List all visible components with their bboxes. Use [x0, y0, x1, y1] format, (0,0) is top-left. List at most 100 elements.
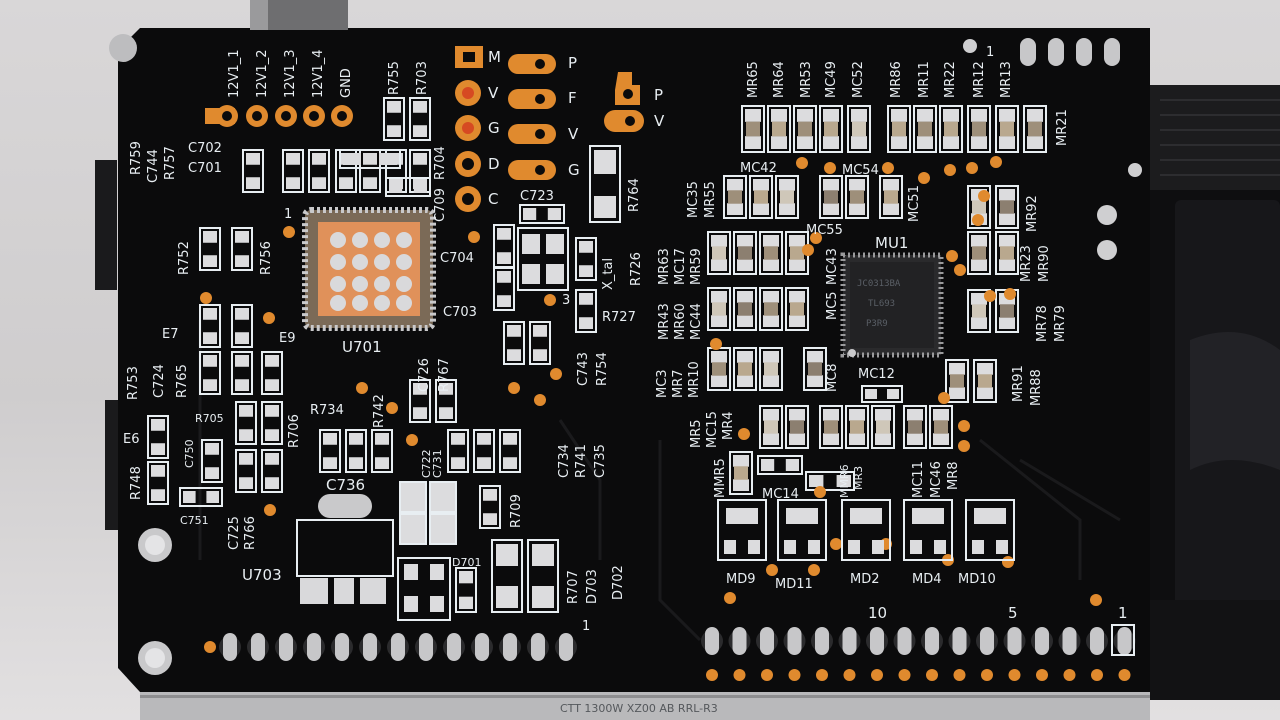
- smd-pad: [737, 235, 753, 247]
- smd-pad: [711, 315, 727, 327]
- smd-outline: [819, 175, 843, 219]
- smd-pad: [887, 389, 899, 399]
- copper-via: [386, 402, 398, 414]
- label-mc43: MC43: [825, 248, 840, 285]
- header-pin: [307, 633, 321, 661]
- smd-pad: [971, 109, 987, 122]
- pfvg-pads: [508, 54, 556, 180]
- smd-pad: [532, 586, 554, 608]
- smd-body: [824, 121, 838, 137]
- smd-pad: [849, 409, 865, 421]
- smd-outline: [179, 487, 223, 507]
- label-r706: R706: [287, 414, 302, 448]
- header-pin: [531, 633, 545, 661]
- copper-via: [816, 669, 828, 681]
- smd-pad: [477, 433, 491, 445]
- smd-pad: [875, 409, 891, 421]
- smd-pad: [999, 235, 1015, 247]
- label-mr10: MR10: [687, 361, 702, 398]
- smd-outline: [757, 455, 803, 475]
- smd-pad: [451, 457, 465, 469]
- smd-outline: [319, 429, 341, 473]
- smd-outline: [729, 451, 753, 495]
- smd-pad: [265, 355, 279, 367]
- copper-via: [1118, 669, 1131, 681]
- label-mr55: MR55: [703, 181, 718, 218]
- label-c734: C734: [557, 444, 572, 478]
- smd-pad: [733, 455, 749, 467]
- smd-outline: [435, 379, 457, 423]
- smd-body: [712, 362, 726, 376]
- smd-body: [764, 302, 778, 316]
- label-pin-d: D: [488, 155, 500, 173]
- smd-pad: [711, 351, 727, 363]
- smd-body: [772, 121, 786, 137]
- smd-outline: [803, 347, 827, 391]
- label-mr23: MR23: [1019, 245, 1034, 282]
- smd-pad: [763, 375, 779, 387]
- copper-via: [944, 164, 956, 176]
- copper-via: [1008, 669, 1021, 681]
- copper-via: [544, 294, 556, 306]
- label-mr64: MR64: [772, 61, 787, 98]
- label-silk-1: 1: [284, 207, 292, 222]
- smd-pad: [789, 291, 805, 303]
- label-mr5: MR5: [689, 419, 704, 448]
- smd-pad: [203, 332, 217, 344]
- smd-outline: [147, 415, 169, 459]
- smd-body: [764, 246, 778, 260]
- label-pin-c: C: [488, 190, 498, 208]
- smd-outline: [201, 439, 223, 483]
- header-pin: [391, 633, 405, 661]
- label-r753: R753: [126, 366, 141, 400]
- label-mr63: MR63: [657, 248, 672, 285]
- smd-pad: [971, 317, 987, 329]
- copper-via: [918, 172, 930, 184]
- smd-pad: [413, 181, 427, 193]
- copper-via: [981, 669, 993, 681]
- label-mc54: MC54: [842, 163, 879, 178]
- smd-outline: [371, 429, 393, 473]
- smd-pad: [413, 407, 427, 419]
- smd-pad: [312, 177, 326, 189]
- smd-pad: [907, 433, 923, 445]
- smd-pad: [497, 271, 511, 283]
- smd-pad: [779, 179, 795, 191]
- label-mc12: MC12: [858, 367, 895, 382]
- smd-body: [1000, 246, 1014, 260]
- smd-pad: [323, 457, 337, 469]
- label-r726: R726: [629, 252, 644, 286]
- smd-outline: [339, 149, 401, 169]
- smd-outline: [308, 149, 330, 193]
- smd-pad: [235, 231, 249, 243]
- smd-pad: [1027, 136, 1043, 149]
- smd-outline: [759, 405, 783, 449]
- smd-outline: [231, 227, 253, 271]
- copper-via: [706, 669, 718, 681]
- smd-outline: [529, 321, 551, 365]
- smd-body: [780, 190, 794, 204]
- smd-outline: [845, 405, 869, 449]
- label-mr88: MR88: [1029, 369, 1044, 406]
- smd-pad: [497, 295, 511, 307]
- smd-pad: [579, 241, 593, 253]
- bottom-left-pin-header: [204, 633, 577, 661]
- pv-pads: [604, 72, 644, 132]
- smd-pad: [763, 409, 779, 421]
- header-pin: [760, 627, 774, 655]
- label-r754: R754: [595, 352, 610, 386]
- label-pin-num-left-1: 1: [582, 619, 590, 634]
- header-pin: [952, 627, 967, 655]
- label-mr79: MR79: [1053, 305, 1068, 342]
- smd-body: [944, 121, 958, 137]
- smd-pad: [413, 125, 427, 137]
- smd-pad: [917, 136, 933, 149]
- smd-pad: [523, 208, 537, 220]
- smd-pad: [235, 355, 249, 367]
- copper-via: [788, 669, 801, 681]
- smd-body: [972, 246, 986, 260]
- smd-body: [972, 304, 986, 318]
- label-r755: R755: [387, 61, 402, 95]
- diode-lead: [934, 540, 946, 554]
- copper-via: [954, 264, 966, 276]
